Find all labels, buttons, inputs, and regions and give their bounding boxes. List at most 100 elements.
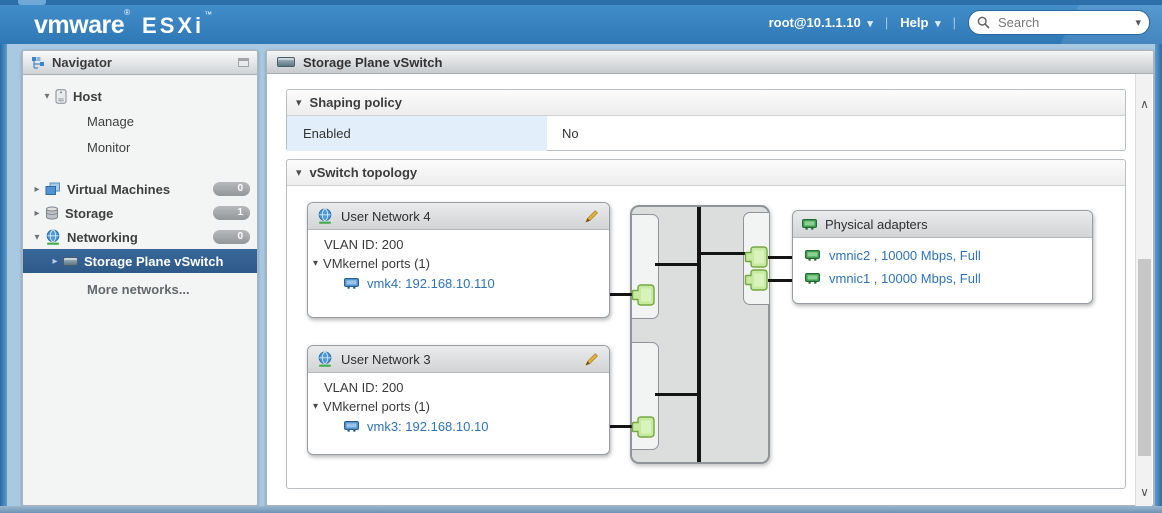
vmkernel-ports-label: VMkernel ports (1) [323,256,430,271]
sidebar-item-host[interactable]: ▾ Host [23,84,257,108]
wire-stub2-bus [655,393,699,396]
window-edge-bottom [0,506,1162,513]
storage-icon [45,206,59,220]
search-icon [977,16,990,29]
vmkernel-nic-icon [344,421,359,432]
port-group-box-user-network-4: User Network 4 VLAN ID: 200 ▾ VMkernel p… [307,202,610,318]
vmnic-link[interactable]: vmnic1 , 10000 Mbps, Full [829,271,981,286]
main-panel: Storage Plane vSwitch ▾ Shaping policy E… [266,50,1154,506]
sidebar-item-label: Storage [65,206,113,221]
physical-nic-icon [802,219,817,230]
brand-ware: ware [69,11,124,39]
sidebar-item-label: Storage Plane vSwitch [84,254,223,269]
wire-uplink-vmnic2 [768,256,792,259]
edit-pencil-icon[interactable] [584,208,600,224]
caret-right-icon[interactable]: ▸ [49,256,61,267]
policy-value: No [547,116,1125,151]
vertical-scrollbar[interactable]: ∧ ∨ [1135,74,1152,506]
user-menu-label: root@10.1.1.10 [769,15,861,30]
sidebar-item-manage[interactable]: Manage [23,109,257,133]
help-menu-label: Help [900,15,928,30]
port-group-header: User Network 4 [308,203,609,230]
sidebar-item-label: Host [73,89,102,104]
sidebar-item-label: Networking [67,230,138,245]
vmkernel-nic-icon [344,278,359,289]
vswitch-topology-section: ▾ vSwitch topology [286,159,1126,489]
search-input[interactable] [996,14,1129,31]
vmnic-link[interactable]: vmnic2 , 10000 Mbps, Full [829,248,981,263]
navigator-title: Navigator [52,55,112,70]
trademark-mark: ™ [204,10,212,19]
caret-down-icon[interactable]: ▾ [41,91,53,102]
port-group-box-user-network-3: User Network 3 VLAN ID: 200 ▾ VMkernel p… [307,345,610,455]
search-dropdown-caret-icon[interactable]: ▾ [1135,16,1141,29]
uplink-connector-icon [744,246,768,268]
scroll-down-button[interactable]: ∨ [1136,484,1153,500]
vlan-id-label: VLAN ID: 200 [324,380,404,395]
scroll-up-button[interactable]: ∧ [1136,96,1153,112]
search-box[interactable]: ▾ [968,10,1150,35]
caret-right-icon[interactable]: ▸ [31,208,43,219]
virtual-machines-icon [45,182,61,196]
port-group-name: User Network 3 [341,352,576,367]
scrollbar-thumb[interactable] [1138,259,1151,456]
shaping-policy-section: ▾ Shaping policy Enabled No [286,89,1126,151]
navigator-header: Navigator [23,51,257,75]
network-globe-icon [317,208,333,224]
shaping-policy-header[interactable]: ▾ Shaping policy [287,90,1125,116]
vswitch-icon [63,257,78,266]
brand-vm: vm [34,11,69,39]
sidebar-item-label: Manage [87,114,134,129]
navigator-tree-icon [31,56,45,70]
vswitch-bus-line [697,207,701,462]
vlan-id-label: VLAN ID: 200 [324,237,404,252]
main-header: Storage Plane vSwitch [267,51,1153,74]
edit-pencil-icon[interactable] [584,351,600,367]
shaping-policy-row: Enabled No [287,116,1125,151]
vmk-link[interactable]: vmk4: 192.168.10.110 [367,276,495,291]
policy-key: Enabled [287,116,547,151]
uplink-connector-icon [744,269,768,291]
physical-adapters-box: Physical adapters vmnic2 , 10000 Mbps, F… [792,210,1093,304]
host-icon [55,89,67,104]
physical-adapters-header: Physical adapters [793,211,1092,238]
caret-down-icon[interactable]: ▾ [31,232,43,243]
sidebar-item-more-networks[interactable]: More networks... [23,277,257,301]
help-menu[interactable]: Help ▾ [900,15,940,30]
section-title: Shaping policy [310,95,402,110]
vmkernel-ports-label: VMkernel ports (1) [323,399,430,414]
network-globe-icon [317,351,333,367]
sidebar-item-label: More networks... [87,282,190,297]
port-group-name: User Network 4 [341,209,576,224]
sidebar-item-networking[interactable]: ▾ Networking 0 [23,225,257,249]
networking-globe-icon [45,229,61,245]
user-menu[interactable]: root@10.1.1.10 ▾ [769,15,873,30]
wire-uplink-vmnic1 [768,279,792,282]
sidebar-item-storage[interactable]: ▸ Storage 1 [23,201,257,225]
vmk-link[interactable]: vmk3: 192.168.10.10 [367,419,488,434]
vmkernel-ports-toggle[interactable]: ▾ VMkernel ports (1) [313,399,430,414]
page-title: Storage Plane vSwitch [303,55,442,70]
sidebar-item-virtual-machines[interactable]: ▸ Virtual Machines 0 [23,177,257,201]
sidebar-item-storage-plane-vswitch[interactable]: ▸ Storage Plane vSwitch [23,249,257,273]
caret-down-icon: ▾ [313,258,318,269]
registered-mark: ® [124,8,130,17]
physical-nic-icon [805,273,820,284]
count-badge: 0 [213,182,250,196]
vmkernel-port-row: vmk4: 192.168.10.110 [344,276,495,291]
caret-down-icon: ▾ [296,96,302,109]
count-badge: 1 [213,206,250,220]
popout-window-icon[interactable] [238,58,249,67]
port-group-header: User Network 3 [308,346,609,373]
physical-nic-icon [805,250,820,261]
sidebar-item-monitor[interactable]: Monitor [23,135,257,159]
top-right-menus: root@10.1.1.10 ▾ | Help ▾ | ▾ [769,0,1150,44]
vmkernel-port-row: vmk3: 192.168.10.10 [344,419,488,434]
caret-down-icon: ▾ [935,18,941,30]
banner-top-tab [18,0,46,5]
brand-product: ESXi [142,13,204,38]
caret-right-icon[interactable]: ▸ [31,184,43,195]
vmkernel-ports-toggle[interactable]: ▾ VMkernel ports (1) [313,256,430,271]
window-edge-right [1155,44,1162,513]
vmware-esxi-logo: vmware® ESXi™ [34,8,212,40]
